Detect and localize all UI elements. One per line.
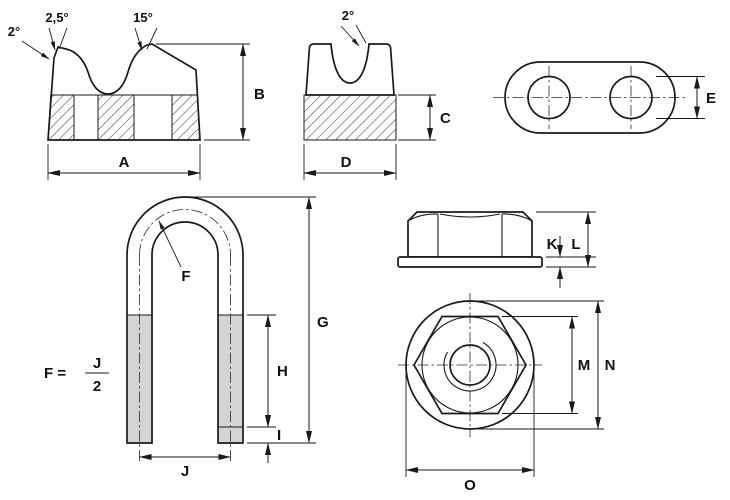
dim-label-J: J [181, 463, 189, 480]
view-ubolt: F G H I J [126, 196, 329, 480]
nut-side-chamfer-arc-left [407, 213, 439, 222]
leader-F-radius [158, 220, 182, 268]
dim-label-H: H [277, 363, 288, 380]
saddle-top-hole-right [609, 75, 653, 120]
saddle-top-hole-left [527, 75, 571, 120]
nut-top-hole-circle [449, 344, 491, 386]
angle-label-15deg: 15° [133, 10, 153, 25]
nut-top-hexagon [413, 315, 527, 415]
leader-2deg-left [21, 40, 50, 60]
ubolt-outline [126, 196, 244, 444]
leader-2-5deg-b [58, 27, 68, 50]
dim-label-A: A [119, 154, 130, 171]
saddle-section-hatch-left [47, 94, 75, 141]
saddle-section-hatch-right [171, 94, 201, 141]
dim-label-G: G [317, 314, 329, 331]
dim-label-B: B [254, 86, 265, 103]
nut-side-chamfer-arc-right [501, 213, 533, 222]
dim-label-F: F [181, 268, 190, 285]
nut-side-body [407, 211, 533, 258]
saddle-section-outline [47, 43, 201, 141]
leader-2-5deg-a [48, 27, 56, 51]
view-saddle-section: 2,5° 15° 2° B A [8, 10, 265, 180]
formula-denominator: 2 [93, 378, 101, 395]
saddle-section-hatch-middle [97, 94, 135, 141]
dim-label-E: E [706, 90, 716, 107]
saddle-side-hatch-band [303, 94, 397, 141]
dim-label-I: I [277, 427, 281, 444]
dim-label-K: K [547, 236, 558, 253]
formula-lhs: F = [44, 365, 66, 382]
saddle-side-outline [305, 43, 395, 96]
nut-side-flange [397, 256, 543, 268]
dim-label-C: C [440, 110, 451, 127]
dim-label-M: M [578, 357, 591, 374]
leader-15deg-b [146, 27, 158, 50]
leader-15deg-a [134, 27, 143, 51]
dim-label-D: D [341, 154, 352, 171]
nut-side-chamfer-arc-middle [439, 213, 501, 218]
nut-top-flange-circle [405, 300, 535, 430]
view-nut-top: M N O [398, 293, 615, 494]
dim-label-O: O [464, 477, 476, 494]
angle-label-2deg-mid: 2° [342, 8, 354, 23]
formula-f-equals-j-over-2: F = J 2 [44, 355, 109, 395]
view-saddle-side: 2° C D [303, 8, 451, 180]
formula-numerator: J [93, 355, 101, 372]
leader-2deg-mid-b [355, 24, 367, 44]
nut-top-chamfer-circle [421, 316, 519, 414]
leader-2deg-mid-a [340, 25, 360, 47]
dim-label-N: N [605, 357, 616, 374]
angle-label-2-5deg: 2,5° [45, 10, 68, 25]
saddle-top-obround [504, 61, 676, 134]
dim-label-L: L [571, 236, 580, 253]
ubolt-centerline-arc [139, 209, 231, 256]
view-nut-side: K L [397, 211, 596, 288]
nut-top-thread-arc [443, 342, 497, 392]
angle-label-2deg-left: 2° [8, 24, 20, 39]
view-saddle-top: E [493, 61, 716, 134]
